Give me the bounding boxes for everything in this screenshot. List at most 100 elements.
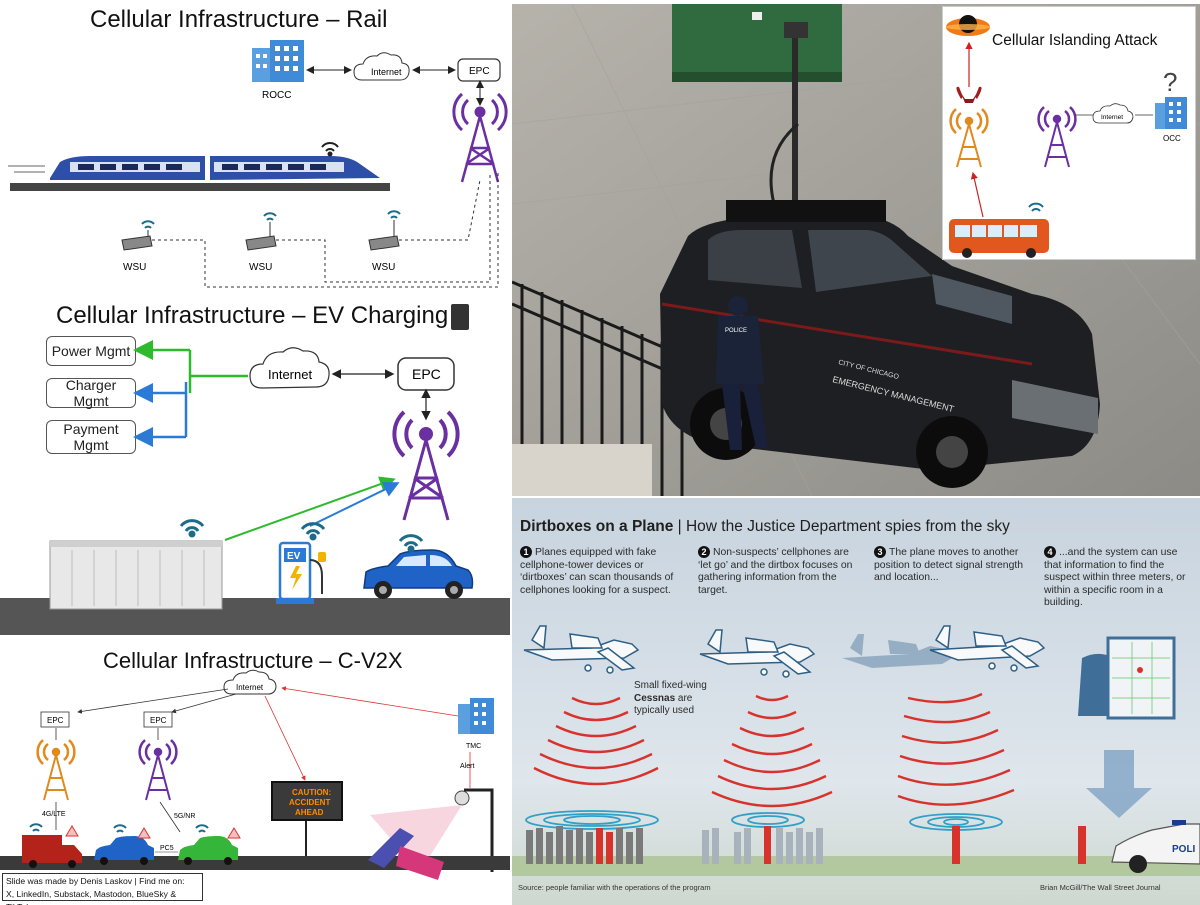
ev-sign-label: EV [287, 551, 301, 562]
rail-epc-label: EPC [469, 66, 490, 77]
truck-wifi-icon [29, 823, 43, 832]
lte-label: 4G/LTE [42, 811, 66, 818]
wsu-label-3: WSU [372, 262, 395, 273]
ev-car-icon [363, 549, 474, 599]
sign-line-2: ACCIDENT [289, 798, 330, 807]
lte-tower-icon [36, 739, 76, 801]
police-officer-graphic: POLICE [716, 296, 768, 450]
ev-diagram: Internet EPC EV [0, 340, 510, 635]
source-note: Source: people familiar with the operati… [518, 883, 711, 892]
dirtbox-title-rest: | How the Justice Department spies from … [673, 518, 1010, 535]
green-car-warning-icon [227, 827, 241, 839]
cv2x-epc-left-label: EPC [47, 716, 64, 725]
plane-2-icon [699, 629, 816, 678]
police-car-text: POLI [1172, 844, 1196, 855]
charger-wifi-icon [300, 522, 326, 541]
ev-epc-label: EPC [412, 366, 441, 382]
officer-police-text: POLICE [725, 328, 747, 334]
bus-wifi-icon [1028, 202, 1044, 212]
rail-diagram: ROCC Internet EPC [8, 40, 508, 288]
suspect-at-computer-icon [1078, 636, 1176, 720]
occ-building-icon [1155, 97, 1187, 129]
truck-icon [22, 835, 82, 868]
bus-icon [949, 219, 1049, 258]
cv2x-internet-cloud-icon [223, 669, 277, 695]
charger-mgmt-box: Charger Mgmt [46, 377, 136, 409]
dirtbox-illustration: POLI Source: people familiar with the op… [512, 625, 1200, 892]
blue-car-icon [94, 836, 154, 865]
dirtbox-title-bold: Dirtboxes on a Plane [520, 518, 674, 535]
battery-storage-icon [49, 540, 223, 610]
cv2x-epc-left-box [40, 711, 70, 728]
payment-mgmt-box: Payment Mgmt [46, 420, 136, 454]
blue-car-wifi-icon [113, 824, 127, 833]
credit-line-2: X, LinkedIn, Substack, Mastodon, BlueSky… [6, 889, 177, 905]
step-1-number: 1 [520, 546, 532, 558]
internet-cloud-icon [353, 52, 410, 81]
nr-label: 5G/NR [174, 813, 195, 820]
plane-1-icon [523, 625, 640, 674]
cv2x-internet-label: Internet [236, 683, 264, 692]
cessna-note-2: Cessnas [634, 692, 676, 704]
cessna-note: Small fixed-wing Cessnas are typically u… [634, 680, 714, 718]
cessna-note-1: Small fixed-wing [634, 680, 707, 691]
byline: Brian McGill/The Wall Street Journal [1040, 883, 1161, 892]
islanding-diagram: Internet OCC ? [946, 15, 1187, 258]
nr-tower-icon [138, 739, 178, 801]
islanding-internet-cloud-icon [1092, 103, 1134, 124]
ev-title: Cellular Infrastructure – EV Charging [56, 302, 449, 329]
rail-panel: Cellular Infrastructure – Rail ROCC Inte… [0, 0, 510, 298]
cv2x-panel: Cellular Infrastructure – C-V2X Internet… [0, 640, 510, 905]
legit-tower-icon [1037, 106, 1077, 168]
rail-title: Cellular Infrastructure – Rail [90, 6, 388, 33]
down-arrow-icon [1086, 750, 1152, 818]
cv2x-epc-right-label: EPC [150, 716, 167, 725]
wsu-device-icon [245, 212, 277, 251]
credit-box: Slide was made by Denis Laskov | Find me… [2, 873, 203, 905]
black-hole-icon [946, 15, 990, 36]
train-wifi-icon [321, 142, 339, 157]
ev-charger-icon: EV [276, 541, 326, 604]
rail-internet-label: Internet [371, 67, 402, 77]
truck-warning-icon [65, 825, 79, 837]
islanding-title: Cellular Islanding Attack [992, 32, 1158, 49]
rocc-label: ROCC [262, 90, 291, 101]
crowd-2 [702, 828, 823, 864]
step-4-number: 4 [1044, 546, 1056, 558]
highlighted-person-2 [764, 826, 771, 864]
tmc-label: TMC [466, 743, 481, 750]
step-3-number: 3 [874, 546, 886, 558]
highlighted-person-4 [1078, 826, 1086, 864]
signal-waves-3 [897, 692, 1015, 806]
car-wifi-icon [398, 534, 424, 553]
plane-3-icon [929, 625, 1046, 672]
cv2x-epc-right-box [143, 711, 173, 728]
pc5-label: PC5 [160, 845, 174, 852]
signal-waves-2 [711, 694, 833, 808]
tmc-building-icon [458, 698, 494, 734]
ev-internet-cloud-icon [249, 347, 330, 389]
wsu-backhaul-links [152, 170, 499, 288]
green-car-icon [178, 836, 238, 865]
traffic-camera-pole-icon [370, 788, 494, 872]
wsu-label-1: WSU [123, 262, 146, 273]
islanding-internet-label: Internet [1101, 114, 1123, 121]
cessna-note-4: typically used [634, 705, 695, 716]
cv2x-title: Cellular Infrastructure – C-V2X [103, 648, 403, 673]
wsu-device-icon [368, 210, 401, 251]
rocc-building-icon [252, 40, 304, 82]
police-car-icon: POLI [1111, 820, 1200, 873]
green-car-wifi-icon [195, 824, 209, 833]
surveillance-vehicle-photo: CITY OF CHICAGO EMERGENCY MANAGEMENT POL… [512, 4, 1200, 496]
dirtbox-title: Dirtboxes on a Plane | How the Justice D… [520, 518, 1010, 536]
step-1-text: Planes equipped with fake cellphone-towe… [520, 547, 674, 596]
crowd-1 [526, 826, 643, 864]
alert-label: Alert [460, 763, 474, 770]
step-4: 4...and the system can use that informat… [1044, 546, 1194, 610]
suv-graphic: CITY OF CHICAGO EMERGENCY MANAGEMENT [660, 200, 1100, 488]
sign-line-3: AHEAD [295, 808, 324, 817]
rail-cell-tower-icon [452, 92, 508, 183]
highlighted-person-3 [952, 826, 960, 864]
